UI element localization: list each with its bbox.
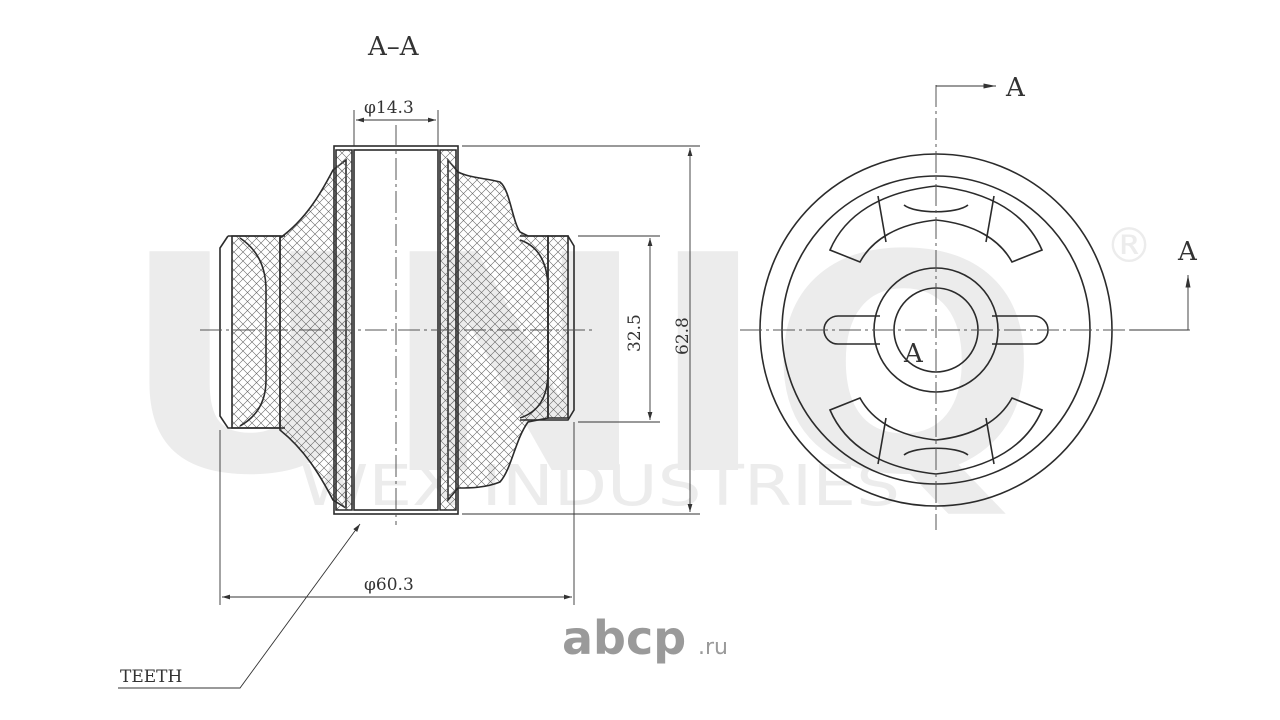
flange-groove-left: [239, 237, 267, 427]
teeth-leader-line: [118, 523, 361, 689]
abcp-logo-tld: .ru: [698, 635, 728, 660]
watermark-registered-mark: ®: [1105, 218, 1153, 274]
section-marker-center: A: [903, 339, 924, 369]
front-view: A A A: [740, 73, 1198, 530]
flange-ring-left: [231, 235, 281, 429]
flange-outline-right: [520, 235, 575, 421]
flange-height-label: 32.5: [625, 314, 645, 352]
bore-diameter-label: φ14.3: [364, 98, 414, 118]
outer-diameter-label: φ60.3: [364, 575, 414, 595]
section-marker-right: A: [1177, 237, 1198, 267]
flange-outline-left: [219, 235, 285, 429]
flange-ring-right: [547, 235, 569, 419]
abcp-logo-name: abcp: [562, 611, 686, 665]
flange-groove-right: [519, 239, 549, 419]
watermark-tagline: WEX INDUSTRIES: [300, 454, 900, 519]
total-height-label: 62.8: [673, 317, 693, 355]
upper-cavity: [828, 185, 1044, 264]
section-marker-top: A: [1005, 73, 1026, 103]
section-view: [200, 125, 595, 525]
lower-cavity: [828, 396, 1044, 475]
teeth-label: TEETH: [120, 667, 182, 687]
cut-arrow-right: [1130, 275, 1191, 331]
section-title: A–A: [367, 32, 420, 62]
abcp-logo: abcp .ru: [562, 611, 728, 665]
dimensions: φ14.3 62.8 32.5 φ60.3 TEETH: [118, 98, 700, 689]
